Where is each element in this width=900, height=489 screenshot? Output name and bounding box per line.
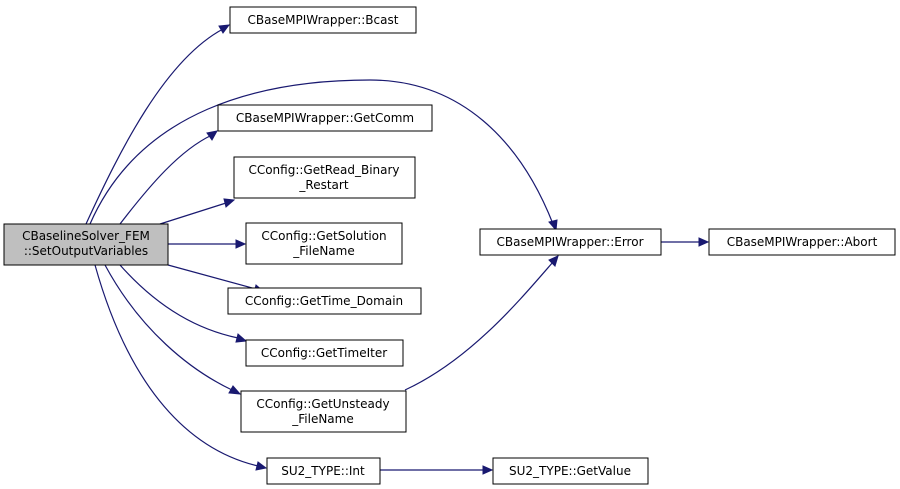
node-readbin-line1: CConfig::GetRead_Binary [248, 163, 399, 177]
node-getvalue-label: SU2_TYPE::GetValue [509, 464, 631, 478]
node-getvalue[interactable]: SU2_TYPE::GetValue [492, 457, 649, 485]
edge-root-timeiter [119, 264, 239, 339]
node-timedomain-label: CConfig::GetTime_Domain [245, 294, 403, 308]
node-su2int-label: SU2_TYPE::Int [281, 464, 365, 478]
node-timedomain[interactable]: CConfig::GetTime_Domain [227, 287, 422, 315]
edge-root-solfile-arrow [235, 239, 247, 249]
node-solfile[interactable]: CConfig::GetSolution _FileName [245, 222, 403, 265]
edge-root-getcomm [119, 134, 213, 225]
edge-root-timedomain [167, 264, 257, 290]
node-getcomm[interactable]: CBaseMPIWrapper::GetComm [217, 104, 433, 132]
node-error[interactable]: CBaseMPIWrapper::Error [479, 228, 662, 256]
node-bcast-label: CBaseMPIWrapper::Bcast [248, 13, 399, 27]
edge-root-unsteady [104, 264, 233, 391]
node-bcast[interactable]: CBaseMPIWrapper::Bcast [229, 6, 417, 34]
node-unsteady-line1: CConfig::GetUnsteady [256, 397, 389, 411]
edge-root-error [89, 79, 554, 225]
edges [85, 24, 710, 475]
edge-root-getcomm-arrow [206, 130, 218, 141]
edge-su2int-getvalue-arrow [482, 465, 494, 475]
edge-root-bcast-arrow [218, 24, 231, 34]
node-unsteady-line2: _FileName [291, 412, 353, 426]
node-timeiter[interactable]: CConfig::GetTimeIter [245, 339, 404, 367]
edge-root-bcast [85, 28, 224, 225]
edge-root-readbin [159, 202, 227, 225]
node-solfile-line2: _FileName [292, 244, 354, 258]
edge-root-su2int-arrow [255, 461, 268, 471]
node-timeiter-label: CConfig::GetTimeIter [261, 346, 387, 360]
node-solfile-line1: CConfig::GetSolution [261, 229, 386, 243]
edge-root-timeiter-arrow [235, 333, 248, 343]
edge-error-abort-arrow [698, 237, 710, 247]
node-root[interactable]: CBaselineSolver_FEM ::SetOutputVariables [3, 223, 169, 266]
edge-unsteady-error-arrow [548, 255, 559, 267]
node-abort-label: CBaseMPIWrapper::Abort [727, 235, 878, 249]
node-getcomm-label: CBaseMPIWrapper::GetComm [236, 111, 414, 125]
node-su2int[interactable]: SU2_TYPE::Int [266, 457, 381, 485]
node-root-line2: ::SetOutputVariables [24, 244, 148, 258]
node-root-line1: CBaselineSolver_FEM [22, 229, 150, 243]
node-abort[interactable]: CBaseMPIWrapper::Abort [708, 228, 896, 256]
edge-unsteady-error [404, 261, 554, 391]
edge-root-unsteady-arrow [228, 385, 242, 395]
node-error-label: CBaseMPIWrapper::Error [496, 235, 643, 249]
node-unsteady[interactable]: CConfig::GetUnsteady _FileName [240, 390, 407, 433]
edge-root-su2int [94, 264, 259, 467]
edge-root-error-arrow [548, 219, 558, 232]
node-readbin[interactable]: CConfig::GetRead_Binary _Restart [233, 156, 416, 199]
edge-root-readbin-arrow [223, 198, 236, 208]
node-readbin-line2: _Restart [298, 178, 348, 192]
